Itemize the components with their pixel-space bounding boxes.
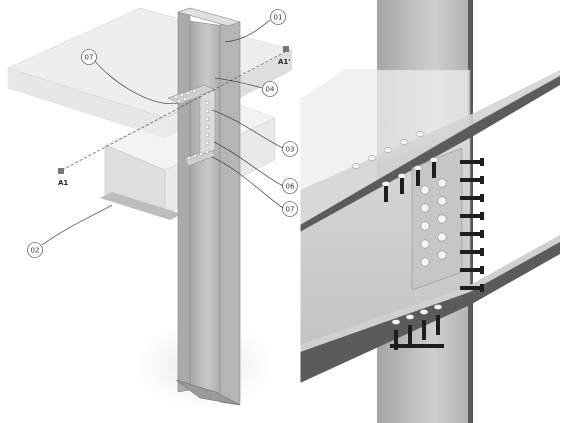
detail-column-flange (468, 0, 473, 423)
detail-top-plate-bolts (351, 131, 439, 202)
top-plate-bolts (173, 88, 196, 103)
axonometric-view: A1 A1' 01 07 04 03 (7, 7, 298, 420)
svg-text:07: 07 (85, 54, 94, 62)
section-label-start: A1 (58, 179, 68, 187)
section-marker-end (283, 46, 289, 52)
leader-07a (93, 59, 179, 104)
detail-top-floor-plate (300, 75, 560, 232)
callout-07a: 07 (81, 49, 97, 65)
column-flange-left (177, 7, 191, 393)
section-marker-start (58, 168, 64, 174)
callout-03: 03 (282, 141, 298, 157)
callout-01: 01 (270, 9, 286, 25)
beam-bottom-flange (100, 192, 182, 220)
detail-shear-bolts (420, 178, 447, 267)
column-base (175, 379, 241, 406)
callout-04: 04 (262, 81, 278, 97)
callout-leaders (41, 19, 284, 246)
column-flange-right (219, 17, 241, 406)
svg-text:02: 02 (31, 247, 40, 255)
svg-text:04: 04 (266, 86, 275, 94)
shear-plate (199, 89, 216, 156)
shear-plate-bolts (204, 100, 210, 146)
svg-text:01: 01 (274, 14, 283, 22)
detail-slab-glass (300, 69, 471, 191)
leader-07b (211, 156, 284, 209)
section-label-end: A1' (278, 58, 290, 66)
detail-bottom-plate-bolts (390, 304, 444, 350)
column-top-face (177, 7, 241, 27)
callout-02: 02 (27, 242, 43, 258)
callout-07b: 07 (282, 201, 298, 217)
section-cut-line (61, 51, 286, 171)
detail-top-plate-surface (300, 70, 560, 225)
leader-04 (214, 77, 263, 89)
detail-bottom-floor-plate (300, 242, 560, 383)
leader-02 (41, 204, 113, 246)
leader-06 (213, 141, 284, 187)
svg-text:03: 03 (286, 146, 295, 154)
svg-text:07: 07 (286, 206, 295, 214)
detail-view (299, 0, 560, 423)
svg-text:06: 06 (286, 183, 295, 191)
detail-bottom-plate-surface (300, 235, 560, 352)
leader-03 (211, 109, 284, 149)
bottom-plate-bolts (187, 150, 209, 160)
callout-06: 06 (282, 178, 298, 194)
leader-01 (224, 19, 271, 43)
detail-flange-bolts (460, 158, 484, 292)
